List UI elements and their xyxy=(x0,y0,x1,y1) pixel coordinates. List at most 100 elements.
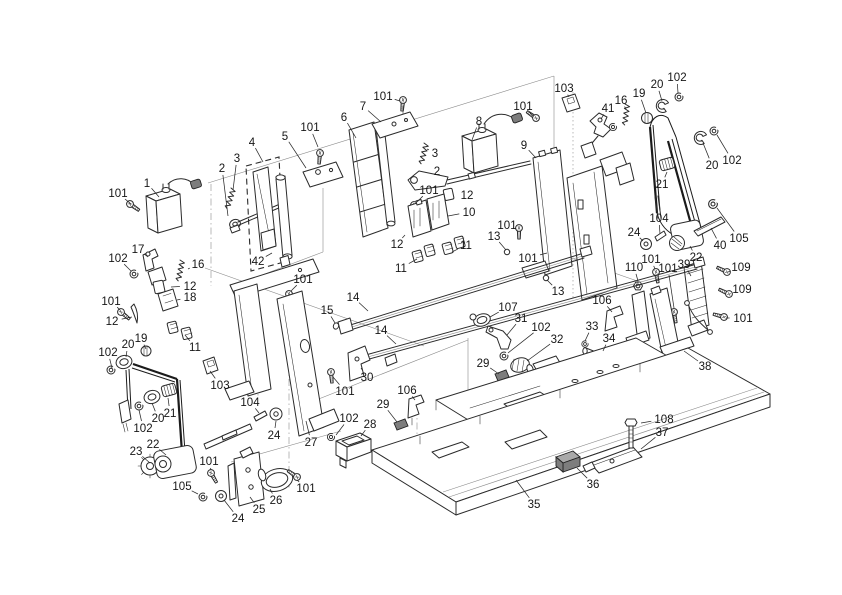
leader-line-109 xyxy=(727,270,731,273)
leader-line-101 xyxy=(539,252,548,256)
part-37-bracket xyxy=(582,446,643,474)
leader-line-101 xyxy=(312,133,319,148)
callout-101: 101 xyxy=(641,254,660,266)
callout-28: 28 xyxy=(364,419,377,431)
leader-line-107 xyxy=(489,311,499,318)
part-105-ring xyxy=(707,198,720,210)
leader-line-104 xyxy=(255,408,260,414)
callout-leader-lines xyxy=(109,83,735,513)
leader-line-22 xyxy=(159,449,167,456)
part-1-solenoid xyxy=(124,178,202,234)
leader-line-22 xyxy=(689,245,693,251)
leader-line-106 xyxy=(607,306,613,313)
callout-12: 12 xyxy=(391,239,404,251)
part-104-pin-mid xyxy=(253,410,268,422)
callout-8: 8 xyxy=(476,116,482,128)
part-27-panel xyxy=(276,290,340,437)
leader-line-38 xyxy=(683,350,699,362)
part-24-roller xyxy=(640,238,652,250)
callout-102: 102 xyxy=(667,72,686,84)
leader-line-7 xyxy=(367,110,382,123)
leader-line-33 xyxy=(584,332,590,342)
callout-23: 23 xyxy=(130,446,143,458)
callout-15: 15 xyxy=(321,305,334,317)
leader-line-110 xyxy=(635,273,639,282)
leader-line-28 xyxy=(360,429,366,437)
leader-line-12 xyxy=(402,234,406,239)
leader-line-37 xyxy=(640,437,656,450)
callout-102: 102 xyxy=(722,155,741,167)
leader-line-3 xyxy=(232,164,237,191)
part-102-washer xyxy=(499,351,510,361)
leader-line-36 xyxy=(576,467,588,479)
leader-line-20 xyxy=(702,142,710,159)
callout-103: 103 xyxy=(210,380,229,392)
leader-line-102 xyxy=(335,424,345,436)
callout-105: 105 xyxy=(172,481,191,493)
callout-101: 101 xyxy=(518,253,537,265)
leader-line-42 xyxy=(265,252,273,257)
part-26-motor xyxy=(257,468,294,492)
callout-26: 26 xyxy=(270,495,283,507)
part-38-bracket xyxy=(625,285,695,357)
callout-1: 1 xyxy=(144,178,150,190)
callout-2: 2 xyxy=(219,163,225,175)
callout-101: 101 xyxy=(199,456,218,468)
callout-20: 20 xyxy=(152,413,165,425)
callout-30: 30 xyxy=(361,372,374,384)
callout-3: 3 xyxy=(432,148,438,160)
part-29-pad-left xyxy=(393,418,409,431)
part-102-washer xyxy=(134,401,145,411)
part-6-frame xyxy=(348,121,396,238)
leader-line-26 xyxy=(269,488,273,494)
callout-37: 37 xyxy=(656,427,669,439)
part-11-clips-left xyxy=(166,320,193,340)
part-5-plate xyxy=(302,148,344,188)
callout-9: 9 xyxy=(521,140,527,152)
callout-102: 102 xyxy=(108,253,127,265)
part-102-washer xyxy=(129,269,140,279)
leader-line-16 xyxy=(187,267,190,270)
callout-101: 101 xyxy=(300,122,319,134)
callout-4: 4 xyxy=(249,137,256,149)
leader-line-35 xyxy=(515,479,530,499)
leader-line-23 xyxy=(142,456,151,464)
callout-110: 110 xyxy=(625,262,643,274)
leader-line-103 xyxy=(209,370,216,379)
leader-line-10 xyxy=(447,213,460,217)
callout-101: 101 xyxy=(733,313,752,325)
leader-line-31 xyxy=(506,323,517,336)
leader-line-40 xyxy=(710,227,717,239)
part-24-roller-bl xyxy=(215,490,227,502)
leader-line-21 xyxy=(664,171,668,178)
leader-line-101 xyxy=(210,467,212,471)
leader-line-20 xyxy=(125,350,128,358)
part-33-washer xyxy=(581,340,590,348)
part-40-bar xyxy=(693,216,726,237)
part-41-bracket xyxy=(580,112,619,159)
leader-line-34 xyxy=(602,344,607,352)
callout-101: 101 xyxy=(513,101,532,113)
callout-38: 38 xyxy=(699,361,712,373)
callout-101: 101 xyxy=(419,185,438,197)
leader-line-105 xyxy=(191,490,199,495)
part-frame-left xyxy=(224,258,320,401)
callout-109: 109 xyxy=(731,262,750,274)
leader-line-41 xyxy=(600,114,605,120)
part-102-washer xyxy=(674,92,685,102)
leader-line-19 xyxy=(143,344,147,350)
callout-106: 106 xyxy=(592,295,611,307)
callout-107: 107 xyxy=(498,302,517,314)
part-shaft-long xyxy=(203,423,253,450)
leader-line-3 xyxy=(426,148,430,151)
callout-6: 6 xyxy=(341,112,347,124)
callout-101: 101 xyxy=(497,220,516,232)
leader-line-101 xyxy=(290,284,298,292)
leader-line-106 xyxy=(411,396,416,401)
callout-31: 31 xyxy=(515,313,528,325)
callout-29: 29 xyxy=(377,399,390,411)
part-tensioner xyxy=(118,399,132,433)
callout-104: 104 xyxy=(649,213,669,225)
